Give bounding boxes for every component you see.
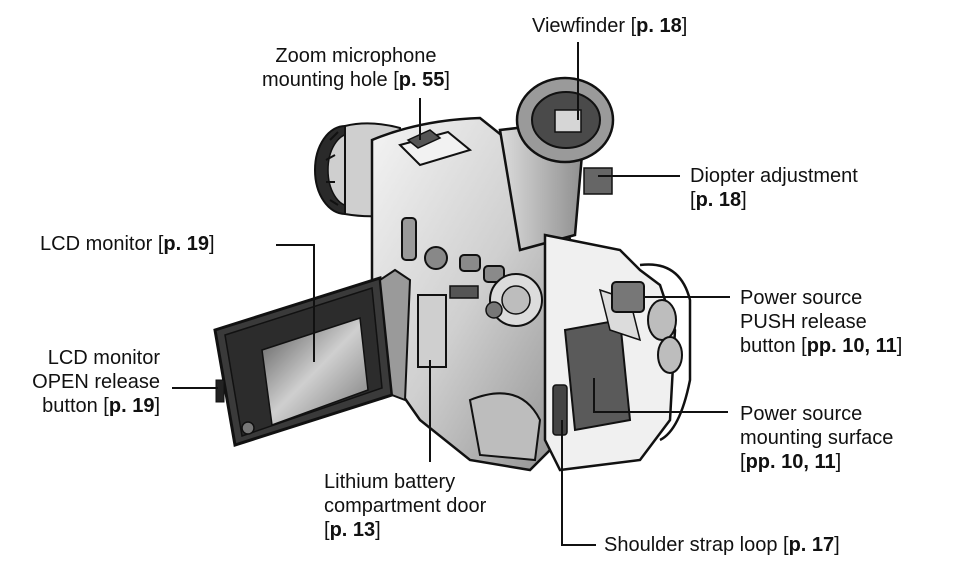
- leader-power-mount: [593, 378, 728, 413]
- callout-power-mount: Power source mounting surface [pp. 10, 1…: [740, 403, 894, 473]
- leader-lcd-monitor: [276, 244, 315, 362]
- callout-strap: Shoulder strap loop [p. 17]: [604, 534, 840, 556]
- callout-viewfinder: Viewfinder [p. 18]: [532, 15, 688, 37]
- battery-compartment: [543, 233, 692, 472]
- callout-lcd-monitor: LCD monitor [p. 19]: [40, 233, 215, 255]
- viewfinder-tube: [498, 76, 615, 252]
- lcd-panel: [213, 268, 412, 447]
- callout-lithium: Lithium battery compartment door [p. 13]: [324, 471, 487, 541]
- callout-lcd-open: LCD monitor OPEN release button [p. 19]: [32, 347, 160, 417]
- leader-lines: [172, 42, 730, 546]
- callout-diopter: Diopter adjustment [p. 18]: [690, 165, 858, 211]
- callout-zoom-mic: Zoom microphone mounting hole [p. 55]: [262, 45, 450, 91]
- leader-strap: [561, 420, 596, 546]
- callout-power-push: Power source PUSH release button [pp. 10…: [740, 287, 903, 357]
